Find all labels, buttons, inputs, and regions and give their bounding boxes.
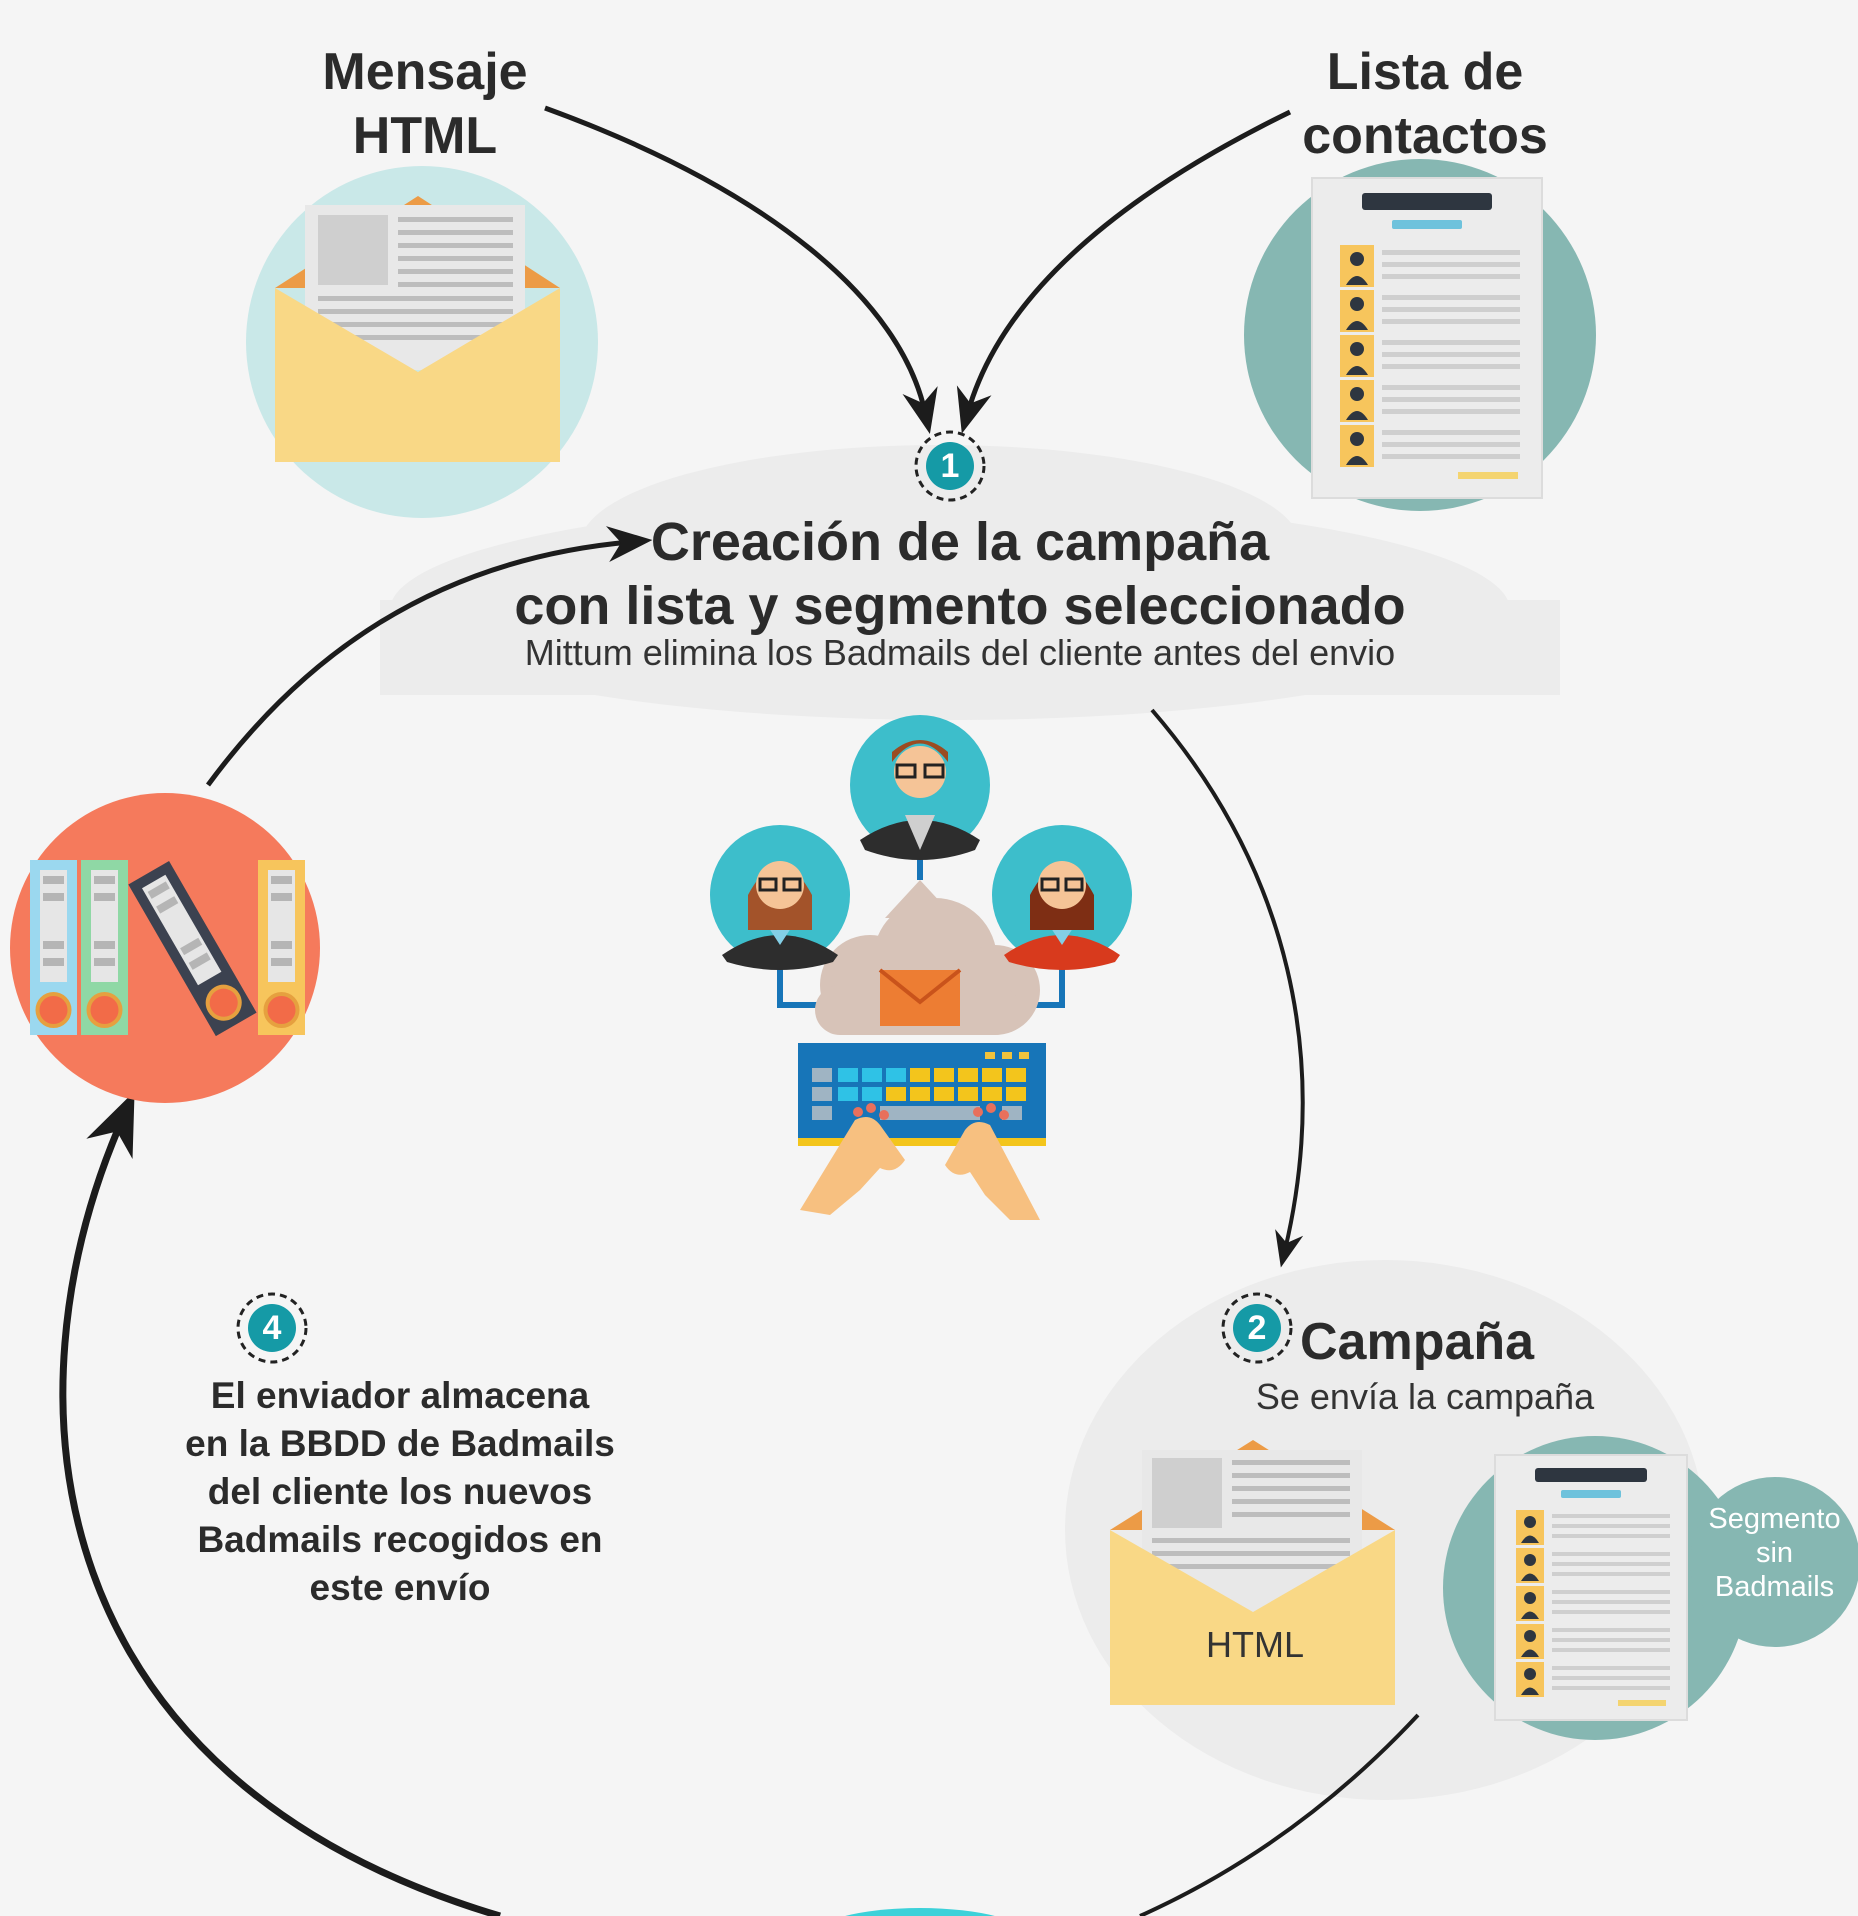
step4-line5: este envío: [309, 1567, 491, 1608]
step2-envelope-label: HTML: [1206, 1624, 1304, 1665]
step3-circle-partial: [845, 1908, 995, 1916]
segment-label-line2: sin: [1755, 1537, 1794, 1569]
arrow-step1-to-step2: [1150, 708, 1305, 1268]
step1-number-badge: 1: [926, 442, 974, 490]
step1-title: Creación de la campaña con lista y segme…: [430, 510, 1490, 638]
step1-badge-ring: [914, 430, 986, 502]
contact-rows: [1340, 245, 1520, 467]
step1-subtitle: Mittum elimina los Badmails del cliente …: [524, 632, 1396, 673]
html-message-label-line2: HTML: [352, 107, 498, 165]
step2-number-badge: 2: [1233, 1304, 1281, 1352]
campaign-html-envelope-icon: [1110, 1440, 1395, 1705]
step2-title: Campaña: [1300, 1313, 1535, 1371]
html-message-envelope-icon: [246, 166, 598, 518]
step4-description: El enviador almacena en la BBDD de Badma…: [150, 1372, 650, 1612]
step2-badge-ring: [1221, 1292, 1293, 1364]
arrow-html-to-step1: [544, 105, 938, 434]
step4-badge-ring: [236, 1292, 308, 1364]
step2-subtitle: Se envía la campaña: [1255, 1376, 1595, 1417]
person-avatar-left: [710, 825, 850, 970]
person-avatar-center: [850, 715, 990, 860]
contact-list-label-line1: Lista de: [1326, 43, 1524, 101]
contact-list-icon: [1244, 159, 1596, 511]
html-message-label: Mensaje HTML: [270, 40, 580, 168]
arrow-contacts-to-step1: [956, 109, 1292, 434]
binder-dark-tilted: [128, 861, 257, 1037]
badmails-database-binders-icon: [10, 793, 320, 1103]
team-keyboard-illustration: [710, 715, 1132, 1220]
step4-line4: Badmails recogidos en: [197, 1519, 603, 1560]
person-avatar-right: [992, 825, 1132, 970]
arrow-step2-to-step3: [1139, 1713, 1420, 1916]
step1-cloud-background: [380, 445, 1560, 720]
binder-green: [81, 860, 128, 1035]
binder-blue: [30, 860, 77, 1035]
step4-line2: en la BBDD de Badmails: [185, 1423, 615, 1464]
step1-title-line1: Creación de la campaña: [650, 512, 1270, 572]
step4-number-badge: 4: [248, 1304, 296, 1352]
html-message-label-line1: Mensaje: [322, 43, 528, 101]
arrow-binders-to-step1: [205, 526, 653, 787]
binder-yellow: [258, 860, 305, 1035]
step2-segment-label: Segmento sin Badmails: [1692, 1502, 1857, 1604]
step4-line1: El enviador almacena: [210, 1375, 590, 1416]
step4-line3: del cliente los nuevos: [207, 1471, 593, 1512]
segment-label-line1: Segmento: [1708, 1503, 1841, 1535]
campaign-segment-list-icon: [1443, 1436, 1858, 1740]
step1-title-line2: con lista y segmento seleccionado: [514, 576, 1406, 636]
contact-list-label: Lista de contactos: [1250, 40, 1600, 168]
keyboard-icon: [798, 1043, 1046, 1146]
segment-label-line3: Badmails: [1714, 1571, 1835, 1603]
contact-list-label-line2: contactos: [1302, 107, 1548, 165]
arrow-bottom-to-binders: [59, 1091, 501, 1916]
